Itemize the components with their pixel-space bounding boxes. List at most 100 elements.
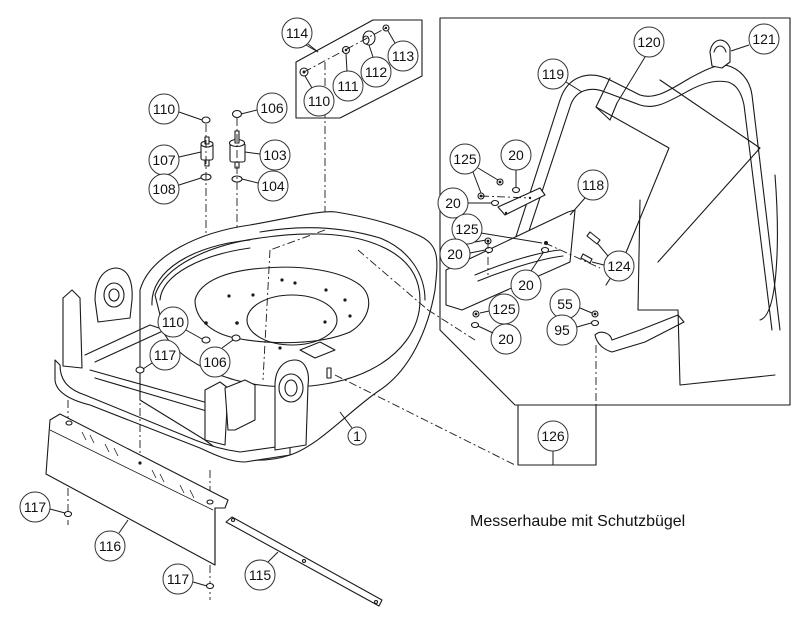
- svg-text:117: 117: [24, 499, 47, 515]
- svg-text:115: 115: [249, 567, 272, 583]
- svg-text:55: 55: [557, 296, 573, 312]
- svg-text:106: 106: [260, 100, 284, 116]
- callout-113[interactable]: 113: [387, 40, 419, 72]
- callout-125-a[interactable]: 125: [449, 143, 481, 175]
- bar-mount-plate: [497, 187, 546, 216]
- part-121-clip: [709, 39, 731, 69]
- callout-117-left[interactable]: 117: [19, 491, 51, 523]
- callout-117-deck[interactable]: 117: [149, 339, 181, 371]
- part-119-protective-bar: [509, 64, 781, 353]
- svg-text:125: 125: [455, 221, 479, 237]
- svg-text:20: 20: [498, 331, 514, 347]
- svg-text:125: 125: [453, 151, 477, 167]
- svg-text:117: 117: [167, 571, 190, 587]
- callout-125-c[interactable]: 125: [488, 293, 520, 325]
- part-20-washer-d: [540, 246, 550, 254]
- svg-text:118: 118: [582, 177, 605, 193]
- part-118-bracket: [445, 209, 576, 311]
- part-116-cover-plate: [45, 413, 229, 566]
- part-55-nut: [591, 310, 599, 318]
- callout-116[interactable]: 116: [94, 530, 126, 562]
- callout-95[interactable]: 95: [546, 314, 578, 346]
- svg-text:20: 20: [518, 277, 534, 293]
- part-112-buffer: [362, 30, 376, 46]
- svg-text:114: 114: [286, 25, 309, 41]
- svg-text:113: 113: [392, 48, 415, 64]
- callout-104[interactable]: 104: [257, 170, 289, 202]
- callout-124[interactable]: 124: [603, 250, 635, 282]
- callout-119[interactable]: 119: [537, 58, 569, 90]
- svg-text:112: 112: [365, 64, 388, 80]
- deck-nut-110: [201, 336, 211, 344]
- callout-112[interactable]: 112: [360, 56, 392, 88]
- part-117-fastener-a: [135, 366, 145, 374]
- svg-text:110: 110: [162, 314, 185, 330]
- part-20-washer-a: [511, 186, 521, 194]
- part-20-washer-b: [490, 199, 500, 207]
- callout-110-left[interactable]: 110: [148, 93, 180, 125]
- part-20-washer-c: [484, 246, 494, 254]
- svg-text:104: 104: [261, 178, 285, 194]
- svg-text:108: 108: [152, 181, 176, 197]
- part-107-buffer: [200, 136, 214, 167]
- part-20-washer-e: [470, 321, 480, 329]
- callout-117-bottom[interactable]: 117: [162, 563, 194, 595]
- part-106-nut-right: [231, 109, 243, 119]
- callout-55[interactable]: 55: [549, 288, 581, 320]
- group-126-inset-box: [439, 17, 791, 406]
- diagram-caption: Messerhaube mit Schutzbügel: [470, 513, 686, 530]
- callout-114[interactable]: 114: [281, 17, 313, 49]
- svg-text:117: 117: [154, 347, 177, 363]
- callout-125-b[interactable]: 125: [451, 213, 483, 245]
- callout-110-top[interactable]: 110: [303, 85, 335, 117]
- svg-text:20: 20: [508, 147, 524, 163]
- callout-20-d[interactable]: 20: [510, 269, 542, 301]
- deck-nut-106: [231, 334, 241, 342]
- part-125-nut-b: [496, 178, 504, 186]
- callout-20-c[interactable]: 20: [439, 238, 471, 270]
- callout-107[interactable]: 107: [148, 144, 180, 176]
- part-103-buffer: [228, 130, 246, 169]
- callout-106-top[interactable]: 106: [256, 92, 288, 124]
- part-110-nut-left: [201, 116, 211, 124]
- svg-text:1: 1: [353, 428, 361, 444]
- svg-text:110: 110: [308, 93, 331, 109]
- svg-text:111: 111: [337, 78, 358, 94]
- part-115-strip: [225, 516, 383, 607]
- svg-text:119: 119: [542, 66, 565, 82]
- callout-103[interactable]: 103: [259, 139, 291, 171]
- callout-20-a[interactable]: 20: [500, 139, 532, 171]
- svg-text:126: 126: [541, 428, 565, 444]
- callout-20-e[interactable]: 20: [490, 323, 522, 355]
- callout-111[interactable]: 111: [332, 70, 364, 102]
- callout-20-b[interactable]: 20: [437, 187, 469, 219]
- svg-text:125: 125: [492, 301, 516, 317]
- svg-text:106: 106: [203, 354, 227, 370]
- callout-118[interactable]: 118: [577, 169, 609, 201]
- callout-120[interactable]: 120: [633, 26, 665, 58]
- part-117-fastener-b: [63, 488, 73, 525]
- callout-108[interactable]: 108: [148, 173, 180, 205]
- part-111-nut: [341, 45, 351, 55]
- callout-115[interactable]: 115: [244, 559, 276, 591]
- part-95-washer: [590, 319, 600, 327]
- callout-1[interactable]: 1: [347, 426, 367, 446]
- part-124-screw-a: [586, 231, 601, 245]
- svg-text:107: 107: [152, 152, 176, 168]
- callout-121[interactable]: 121: [748, 23, 780, 55]
- svg-text:121: 121: [752, 31, 776, 47]
- svg-text:20: 20: [445, 195, 461, 211]
- svg-text:120: 120: [637, 34, 661, 50]
- svg-text:116: 116: [99, 538, 122, 554]
- part-124-screw-b: [580, 253, 593, 264]
- svg-text:110: 110: [153, 101, 176, 117]
- callout-126[interactable]: 126: [537, 420, 569, 452]
- svg-text:95: 95: [554, 322, 570, 338]
- callout-106-deck[interactable]: 106: [199, 346, 231, 378]
- part-1-deck: [54, 211, 438, 463]
- svg-text:20: 20: [447, 246, 463, 262]
- callout-110-deck[interactable]: 110: [157, 306, 189, 338]
- svg-text:124: 124: [607, 258, 631, 274]
- part-117-fastener-c: [205, 565, 215, 600]
